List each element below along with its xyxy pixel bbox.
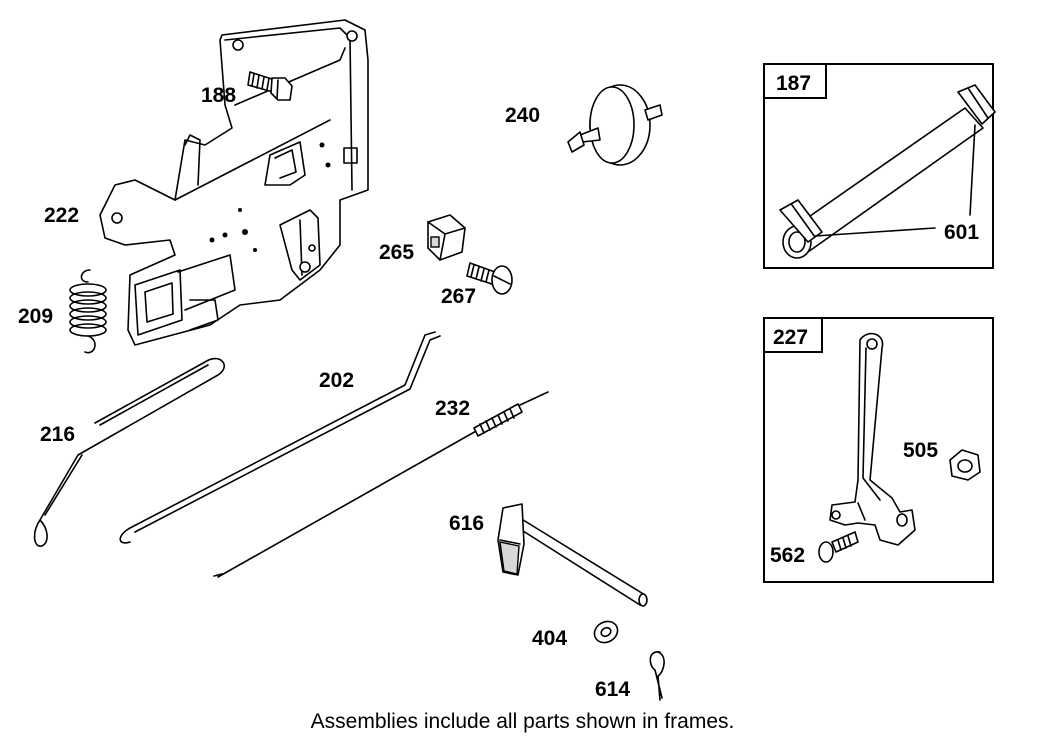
part-label-404: 404 (532, 627, 567, 650)
part-label-232: 232 (435, 397, 470, 420)
part-label-265: 265 (379, 241, 414, 264)
part-label-188: 188 (201, 84, 236, 107)
part-label-209: 209 (18, 305, 53, 328)
cable-232 (213, 391, 549, 578)
throttle-lever-227 (829, 332, 916, 546)
frame-title-227: 227 (773, 326, 808, 349)
fuel-filter-240 (567, 84, 663, 166)
rod-202 (119, 331, 441, 544)
clip-265 (427, 214, 466, 261)
fuel-line-187 (779, 84, 996, 259)
part-label-216: 216 (40, 423, 75, 446)
part-label-616: 616 (449, 512, 484, 535)
shaft-616 (497, 503, 648, 607)
hairpin-clip-614 (649, 651, 665, 701)
nut-505 (949, 449, 981, 481)
frame-title-187: 187 (776, 72, 811, 95)
part-label-202: 202 (319, 369, 354, 392)
washer-404 (593, 620, 619, 644)
frame-227 (763, 317, 994, 583)
frame-187 (763, 63, 996, 269)
screw-267 (466, 262, 513, 295)
part-label-222: 222 (44, 204, 79, 227)
screw-188 (247, 71, 293, 101)
footnote: Assemblies include all parts shown in fr… (310, 710, 735, 733)
part-label-601: 601 (944, 221, 979, 244)
spring-209 (69, 269, 107, 354)
part-label-267: 267 (441, 285, 476, 308)
part-label-562: 562 (770, 544, 805, 567)
control-bracket-222 (99, 19, 369, 346)
part-label-240: 240 (505, 104, 540, 127)
rod-216 (33, 357, 225, 547)
part-label-614: 614 (595, 678, 630, 701)
leader-601 (814, 124, 976, 237)
screw-562 (818, 531, 859, 563)
part-label-505: 505 (903, 439, 938, 462)
